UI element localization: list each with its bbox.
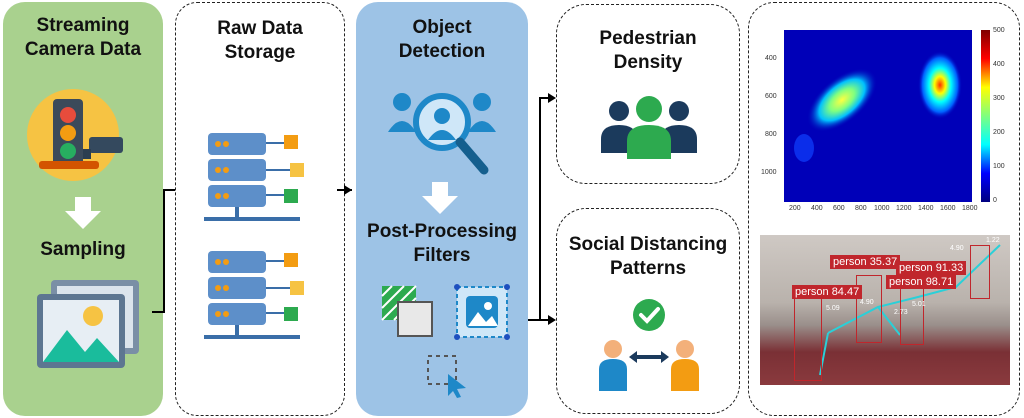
object-detection-title: Object Detection [398, 17, 486, 62]
y-tick: 400 [765, 55, 777, 62]
x-tick: 800 [855, 205, 867, 212]
x-tick: 200 [789, 205, 801, 212]
overlap-filter-icon [381, 285, 433, 337]
server-stack-icon [204, 133, 304, 221]
colorbar-tick: 200 [993, 129, 1005, 136]
detection-box [794, 295, 822, 381]
streaming-title: Streaming Camera Data [24, 15, 142, 60]
social-distance-icon [599, 299, 699, 391]
x-tick: 600 [833, 205, 845, 212]
social-distancing-title: Social Distancing Patterns [568, 234, 728, 279]
distance-label: 4.90 [950, 245, 964, 252]
detection-box [970, 245, 990, 299]
distance-label: 5.01 [912, 301, 926, 308]
detection-label: person 91.33 [896, 261, 967, 275]
colorbar-tick: 0 [993, 197, 997, 204]
selection-cursor-icon [427, 355, 466, 398]
post-processing-title: Post-Processing Filters [367, 221, 517, 266]
object-detection-panel: Object Detection Post-Processing Filters [356, 2, 528, 416]
x-tick: 400 [811, 205, 823, 212]
colorbar-tick: 500 [993, 27, 1005, 34]
raw-storage-panel: Raw Data Storage [175, 2, 345, 416]
streaming-camera-panel: Streaming Camera Data Sampling [3, 2, 163, 416]
heatmap-hotspots [794, 51, 962, 162]
pedestrian-density-title: Pedestrian Density [599, 28, 697, 73]
x-tick: 1800 [962, 205, 978, 212]
detection-box [856, 275, 882, 343]
distance-label: 4.90 [860, 299, 874, 306]
x-tick: 1600 [940, 205, 956, 212]
y-tick: 1000 [761, 169, 777, 176]
crowd-icon [601, 96, 697, 159]
colorbar-tick: 100 [993, 163, 1005, 170]
density-heatmap [784, 30, 972, 202]
distance-label: 1.22 [986, 237, 1000, 244]
x-tick: 1200 [896, 205, 912, 212]
detection-label: person 98.71 [886, 275, 957, 289]
traffic-camera-icon [27, 89, 123, 181]
image-select-icon [454, 284, 510, 340]
social-distancing-panel: Social Distancing Patterns [556, 208, 740, 414]
sampling-label: Sampling [40, 239, 126, 260]
heatmap-colorbar [981, 30, 990, 202]
detection-photo: person 35.37 person 91.33 person 84.47 p… [760, 235, 1010, 385]
arrow-down-icon [65, 197, 101, 229]
person-search-icon [388, 93, 496, 175]
x-tick: 1400 [918, 205, 934, 212]
arrow-down-icon [422, 182, 458, 214]
colorbar-tick: 400 [993, 61, 1005, 68]
y-tick: 600 [765, 93, 777, 100]
detection-label: person 84.47 [792, 285, 863, 299]
server-stack-icon [204, 251, 304, 339]
y-tick: 800 [765, 131, 777, 138]
raw-storage-title: Raw Data Storage [217, 18, 303, 63]
colorbar-tick: 300 [993, 95, 1005, 102]
pedestrian-density-panel: Pedestrian Density [556, 4, 740, 184]
x-tick: 1000 [874, 205, 890, 212]
detection-label: person 35.37 [830, 255, 901, 269]
distance-label: 5.09 [826, 305, 840, 312]
image-samples-icon [37, 280, 139, 368]
distance-label: 2.73 [894, 309, 908, 316]
